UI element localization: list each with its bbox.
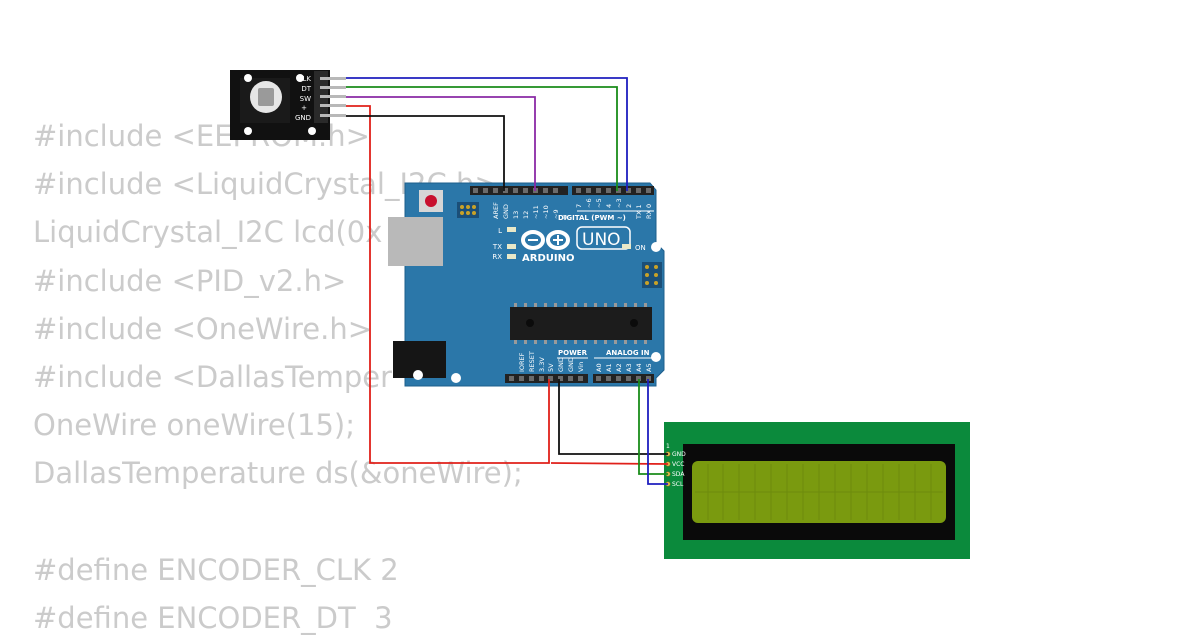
pin-label-12: 12 <box>522 211 530 219</box>
code-line: #define ENCODER_CLK 2 <box>33 552 399 587</box>
pin-label-8: 8 <box>561 215 569 219</box>
pin-label-11: ~11 <box>532 205 540 219</box>
mount-hole-icon <box>451 373 461 383</box>
wire-dt[interactable] <box>346 86 618 191</box>
encoder-pin-dt: DT <box>301 85 311 93</box>
code-line: #include <OneWire.h> <box>33 311 373 346</box>
mount-hole-icon <box>413 370 423 380</box>
code-line: #include <PID_v2.h> <box>33 263 347 298</box>
pin-label-tx: TX 1 <box>635 204 643 220</box>
wire-vcc-encoder[interactable] <box>346 105 550 464</box>
pin-label-vin: Vin <box>577 362 585 372</box>
pin-label-3v3: 3.3V <box>538 357 546 372</box>
led-label-l: L <box>498 227 502 235</box>
encoder-pin-gnd: GND <box>295 114 311 122</box>
arduino-logo-icon <box>521 230 570 250</box>
rotary-encoder[interactable]: CLK DT SW + GND <box>230 70 346 140</box>
lcd-pin-sda: SDA <box>672 471 685 478</box>
code-line: #define ENCODER_DT 3 <box>33 600 393 635</box>
lcd-pin-scl: SCL <box>672 481 684 488</box>
wire-sw[interactable] <box>346 96 536 191</box>
code-line: LiquidCrystal_I2C lcd(0x <box>33 215 383 250</box>
led-on-icon <box>622 244 631 249</box>
icsp-header <box>457 202 479 218</box>
usb-port <box>388 217 443 266</box>
code-line: DallasTemperature ds(&oneWire); <box>33 456 523 491</box>
led-tx-icon <box>507 244 516 249</box>
arduino-logo-text: ARDUINO <box>522 253 574 264</box>
analog-header <box>593 374 654 383</box>
led-label-tx: TX <box>492 243 502 251</box>
pin-label-a4: A4 <box>635 363 643 372</box>
wire-scl[interactable] <box>647 379 668 485</box>
wire-clk[interactable] <box>346 77 628 191</box>
reset-button-cap[interactable] <box>425 195 437 207</box>
pin-label-gnd: GND <box>502 204 510 219</box>
encoder-pin-sw: SW <box>300 95 311 103</box>
mount-hole-icon <box>308 127 316 135</box>
mount-hole-icon <box>244 74 252 82</box>
pin-label-a2: A2 <box>615 363 623 372</box>
lcd-char-grid <box>695 464 943 520</box>
digital-label: DIGITAL (PWM ~) <box>558 214 626 222</box>
pin-label-10: ~10 <box>542 205 550 219</box>
led-label-rx: RX <box>492 253 502 261</box>
pin-label-2: 2 <box>625 204 633 208</box>
pin-label-4: 4 <box>605 204 613 208</box>
led-l-icon <box>507 227 516 232</box>
pin-label-a3: A3 <box>625 363 633 372</box>
pin-label-aref: AREF <box>492 202 500 219</box>
code-text: #include <EEPROM.h>#include <LiquidCryst… <box>33 112 523 642</box>
pin-label-a0: A0 <box>595 363 603 372</box>
wire-gnd-lcd[interactable] <box>558 379 668 455</box>
pin-label-3: ~3 <box>615 198 623 208</box>
lcd-pin-index: 1 <box>666 443 670 450</box>
pin-label-ioref: IOREF <box>518 352 526 372</box>
analog-label: ANALOG IN <box>606 349 650 357</box>
mount-hole-icon <box>651 242 661 252</box>
code-line: #include <DallasTemper <box>33 359 393 394</box>
wire-sda[interactable] <box>638 379 668 475</box>
mount-hole-icon <box>651 352 661 362</box>
pin-label-5: ~5 <box>595 198 603 208</box>
pin-label-5v: 5V <box>547 363 555 372</box>
pin-label-13: 13 <box>512 211 520 219</box>
encoder-pin-vcc: + <box>301 104 307 112</box>
pin-label-6: ~6 <box>585 198 593 208</box>
lcd-pin-gnd: GND <box>672 451 686 458</box>
led-label-on: ON <box>635 244 646 252</box>
pin-label-a1: A1 <box>605 363 613 372</box>
wire-vcc-lcd[interactable] <box>550 462 669 465</box>
pin-label-a5: A5 <box>645 363 653 372</box>
code-line: OneWire oneWire(15); <box>33 408 355 443</box>
mount-hole-icon <box>244 127 252 135</box>
power-label: POWER <box>558 349 588 357</box>
pin-label-reset: RESET <box>528 351 536 372</box>
pin-label-gnd1: GND <box>557 357 565 372</box>
model-label: UNO <box>582 230 621 250</box>
pin-label-gnd2: GND <box>567 357 575 372</box>
icsp-header-right <box>642 262 662 288</box>
led-rx-icon <box>507 254 516 259</box>
encoder-pin-clk: CLK <box>298 75 312 83</box>
digital-header-right <box>572 186 654 195</box>
pin-label-9: ~9 <box>552 209 560 219</box>
arduino-uno-board[interactable]: AREF GND 13 12 ~11 ~10 ~9 8 7 ~6 ~5 4 ~3… <box>388 182 665 387</box>
pin-label-7: 7 <box>575 204 583 208</box>
wire-gnd-encoder[interactable] <box>346 115 505 191</box>
power-header <box>505 374 588 383</box>
digital-header-left <box>470 186 568 195</box>
lcd-pin-vcc: VCC <box>672 461 684 468</box>
mount-hole-icon <box>296 74 304 82</box>
lcd-1602-display[interactable]: 1 GND VCC SDA SCL <box>664 422 970 559</box>
